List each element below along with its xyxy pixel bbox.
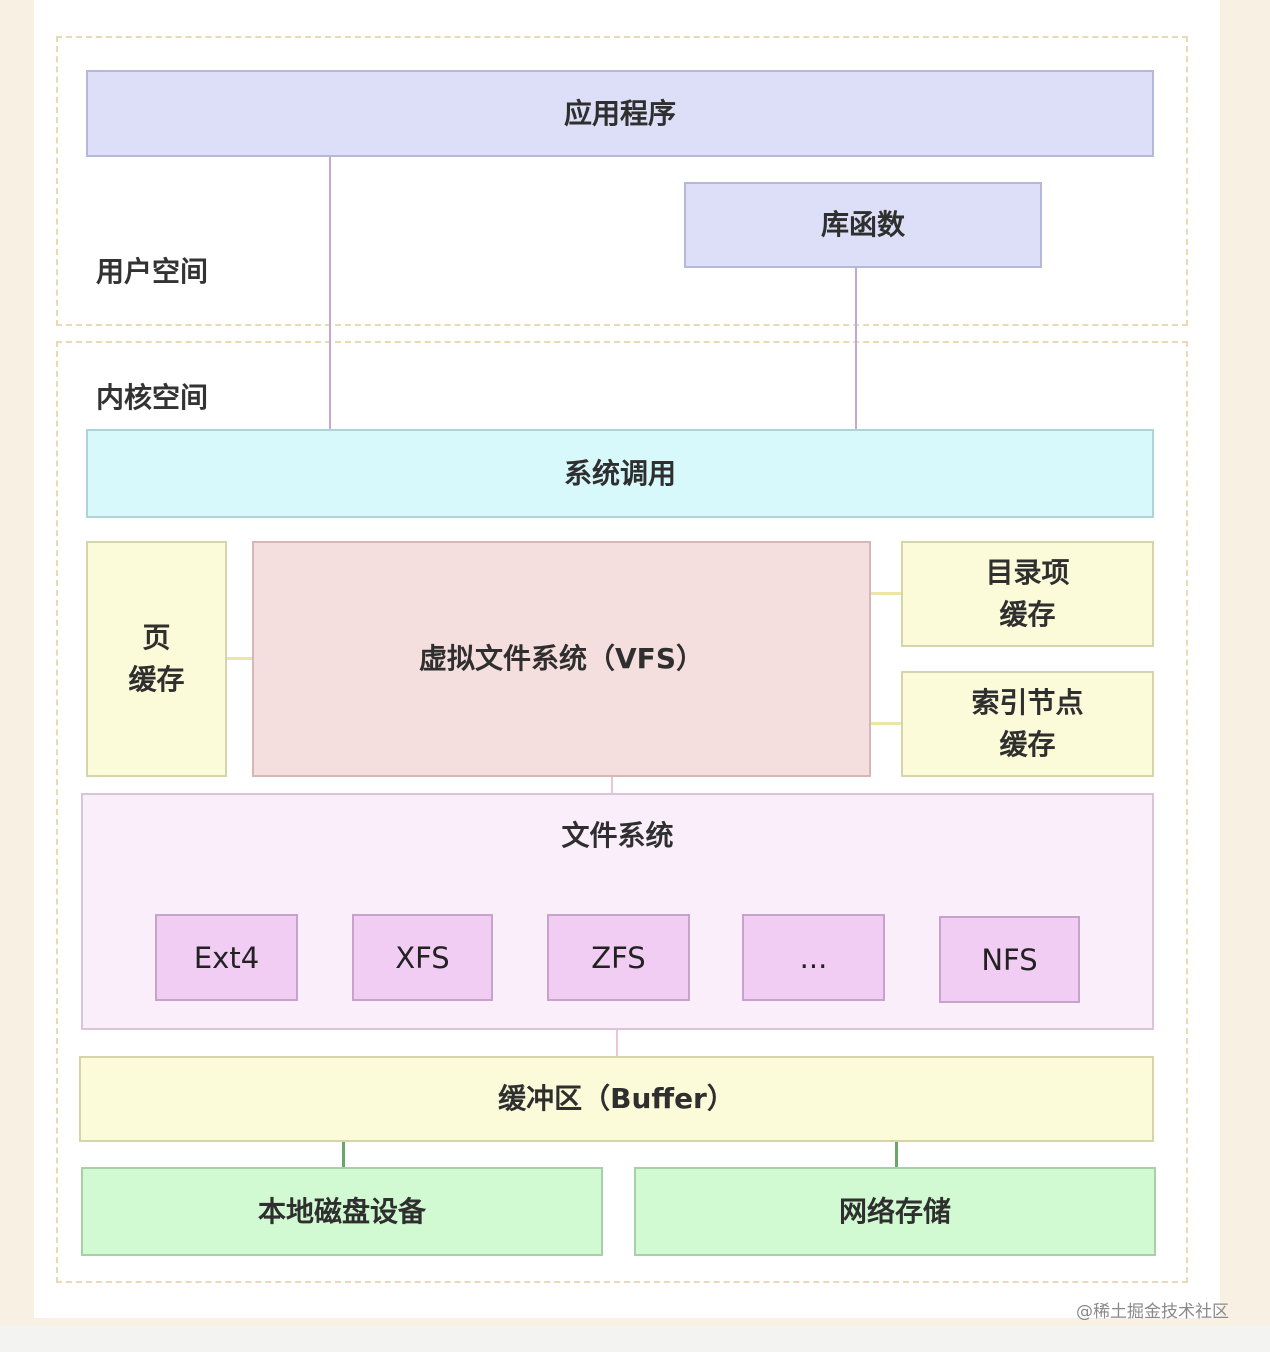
kernel-space-label: 内核空间 bbox=[96, 381, 209, 414]
vfs-box: 虚拟文件系统（VFS） bbox=[252, 541, 871, 777]
application-box: 应用程序 bbox=[86, 70, 1154, 157]
buffer-label: 缓冲区（Buffer） bbox=[498, 1082, 735, 1115]
page-cache-vfs-line bbox=[226, 657, 252, 660]
fs-item-ext4: Ext4 bbox=[155, 914, 298, 1001]
local-disk-label: 本地磁盘设备 bbox=[257, 1194, 426, 1228]
fs-item-label: ZFS bbox=[591, 940, 646, 975]
page-cache-label-line2: 缓存 bbox=[128, 663, 185, 696]
fs-item-xfs: XFS bbox=[352, 914, 493, 1001]
vfs-inode-line bbox=[870, 722, 902, 725]
app-to-syscall-line bbox=[329, 156, 331, 430]
library-functions-box: 库函数 bbox=[684, 182, 1042, 268]
system-call-label: 系统调用 bbox=[563, 456, 676, 490]
user-space-zone bbox=[56, 36, 1188, 326]
watermark-text: @稀土掘金技术社区 bbox=[1076, 1302, 1229, 1322]
fs-item-zfs: ZFS bbox=[547, 914, 690, 1001]
vfs-to-fs-line bbox=[611, 776, 613, 794]
local-disk-box: 本地磁盘设备 bbox=[81, 1167, 603, 1256]
file-system-label: 文件系统 bbox=[561, 819, 674, 852]
vfs-label: 虚拟文件系统（VFS） bbox=[419, 642, 704, 675]
network-storage-box: 网络存储 bbox=[634, 1167, 1156, 1256]
inode-cache-label-line1: 索引节点 bbox=[971, 686, 1084, 719]
fs-item-label: Ext4 bbox=[193, 940, 260, 975]
library-functions-label: 库函数 bbox=[820, 208, 905, 241]
application-label: 应用程序 bbox=[563, 96, 676, 130]
inode-cache-label-line2: 缓存 bbox=[999, 728, 1056, 761]
fs-item-nfs: NFS bbox=[939, 916, 1080, 1003]
page-cache-box: 页 缓存 bbox=[86, 541, 227, 777]
buffer-to-disk-line bbox=[342, 1141, 345, 1168]
kernel-space-zone bbox=[56, 341, 1188, 1283]
dentry-cache-box: 目录项 缓存 bbox=[901, 541, 1154, 647]
inode-cache-box: 索引节点 缓存 bbox=[901, 671, 1154, 777]
fs-item-label: NFS bbox=[981, 942, 1038, 977]
system-call-box: 系统调用 bbox=[86, 429, 1154, 518]
page-cache-label-line1: 页 bbox=[142, 621, 171, 654]
buffer-box: 缓冲区（Buffer） bbox=[79, 1056, 1154, 1142]
fs-item-ellipsis: ... bbox=[742, 914, 885, 1001]
vfs-dentry-line bbox=[870, 592, 902, 595]
dentry-cache-label-line2: 缓存 bbox=[999, 598, 1056, 631]
fs-item-label: XFS bbox=[395, 940, 450, 975]
network-storage-label: 网络存储 bbox=[838, 1194, 951, 1228]
buffer-to-network-line bbox=[895, 1141, 898, 1168]
dentry-cache-label-line1: 目录项 bbox=[985, 556, 1070, 589]
bottom-strip bbox=[0, 1326, 1270, 1352]
lib-to-syscall-line bbox=[855, 267, 857, 430]
fs-item-label: ... bbox=[799, 940, 828, 975]
fs-to-buffer-line bbox=[616, 1029, 618, 1056]
user-space-label: 用户空间 bbox=[96, 255, 209, 288]
